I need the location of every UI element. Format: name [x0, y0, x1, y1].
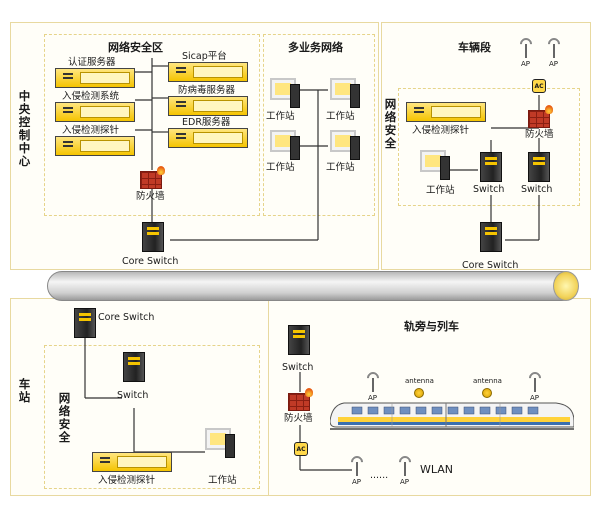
trackside-ap-2-icon	[528, 372, 542, 392]
zone-depot-security	[398, 88, 580, 206]
trackside-title: 轨旁与列车	[404, 320, 459, 333]
depot-switch-1[interactable]	[480, 152, 502, 182]
central-core-switch-label: Core Switch	[122, 256, 179, 267]
auth-server-label: 认证服务器	[68, 57, 116, 68]
edr-label: EDR服务器	[182, 117, 231, 128]
security-zone-title: 网络安全区	[108, 41, 163, 54]
ids-label: 入侵检测系统	[62, 91, 120, 102]
wlan-dots: ......	[370, 470, 389, 481]
depot-ap-2-icon	[547, 38, 561, 58]
tower-icon	[290, 84, 300, 108]
probe-label: 入侵检测探针	[62, 125, 120, 136]
depot-switch-2[interactable]	[528, 152, 550, 182]
central-firewall-icon[interactable]	[140, 166, 165, 189]
depot-ap-1-icon	[519, 38, 533, 58]
station-switch-label: Switch	[117, 390, 149, 401]
depot-security-label: 网络安全	[384, 97, 397, 150]
wlan-ap-1-icon	[350, 456, 364, 476]
zone-multi-business	[263, 34, 375, 216]
workstation-1[interactable]	[270, 78, 300, 108]
antenna-1-icon	[414, 388, 424, 398]
sicap-server[interactable]	[168, 62, 248, 82]
backbone-pipe	[47, 271, 579, 301]
station-workstation-label: 工作站	[208, 475, 237, 486]
central-title: 中央控制中心	[18, 89, 31, 168]
trackside-firewall-label: 防火墙	[284, 413, 313, 424]
wlan-ap-2-icon	[398, 456, 412, 476]
workstation-2[interactable]	[330, 78, 360, 108]
station-core-switch[interactable]	[74, 308, 96, 338]
depot-workstation[interactable]	[420, 150, 450, 180]
probe-server[interactable]	[55, 136, 135, 156]
wlan-label: WLAN	[420, 463, 454, 476]
workstation-3[interactable]	[270, 130, 300, 160]
auth-server[interactable]	[55, 68, 135, 88]
trackside-ap-1-icon	[366, 372, 380, 392]
station-security-label: 网络安全	[58, 391, 71, 444]
depot-ap-1-label: AP	[521, 60, 531, 68]
station-probe-server[interactable]	[92, 452, 172, 472]
tower-icon	[440, 156, 450, 180]
depot-ac[interactable]: AC	[532, 79, 546, 93]
tower-icon	[350, 136, 360, 160]
depot-ap-2-label: AP	[549, 60, 559, 68]
ids-server[interactable]	[55, 102, 135, 122]
depot-switch-1-label: Switch	[473, 184, 505, 195]
monitor-icon	[330, 130, 356, 152]
station-workstation[interactable]	[205, 428, 235, 458]
multi-network-title: 多业务网络	[288, 41, 343, 54]
tower-icon	[225, 434, 235, 458]
depot-probe-label: 入侵检测探针	[412, 125, 470, 136]
depot-workstation-label: 工作站	[426, 185, 455, 196]
workstation-1-label: 工作站	[266, 111, 295, 122]
station-probe-label: 入侵检测探针	[98, 475, 156, 486]
depot-title: 车辆段	[458, 41, 491, 54]
edr-server[interactable]	[168, 128, 248, 148]
tower-icon	[290, 136, 300, 160]
trackside-ac[interactable]: AC	[294, 442, 308, 456]
station-title: 车站	[18, 377, 31, 404]
antenna-2-label: antenna	[473, 377, 502, 385]
wlan-ap-2-label: AP	[400, 478, 410, 486]
tower-icon	[350, 84, 360, 108]
sicap-label: Sicap平台	[182, 51, 227, 62]
workstation-4[interactable]	[330, 130, 360, 160]
zone-trackside	[268, 298, 591, 496]
monitor-icon	[330, 78, 356, 100]
wlan-ap-1-label: AP	[352, 478, 362, 486]
train-icon	[330, 402, 574, 430]
central-core-switch[interactable]	[142, 222, 164, 252]
depot-firewall-label: 防火墙	[525, 129, 554, 140]
trackside-switch[interactable]	[288, 325, 310, 355]
central-firewall-label: 防火墙	[136, 191, 165, 202]
station-switch[interactable]	[123, 352, 145, 382]
workstation-2-label: 工作站	[326, 111, 355, 122]
depot-probe-server[interactable]	[406, 102, 486, 122]
zone-station-security	[44, 345, 260, 489]
workstation-3-label: 工作站	[266, 162, 295, 173]
trackside-ap-1-label: AP	[368, 394, 378, 402]
station-core-switch-label: Core Switch	[98, 312, 155, 323]
trackside-switch-label: Switch	[282, 362, 314, 373]
depot-core-switch[interactable]	[480, 222, 502, 252]
antenna-1-label: antenna	[405, 377, 434, 385]
antivirus-server[interactable]	[168, 96, 248, 116]
trackside-firewall-icon[interactable]	[288, 388, 313, 411]
antenna-2-icon	[482, 388, 492, 398]
depot-core-switch-label: Core Switch	[462, 260, 519, 271]
workstation-4-label: 工作站	[326, 162, 355, 173]
trackside-ap-2-label: AP	[530, 394, 540, 402]
depot-switch-2-label: Switch	[521, 184, 553, 195]
antivirus-label: 防病毒服务器	[178, 85, 236, 96]
depot-firewall-icon[interactable]	[528, 105, 553, 128]
